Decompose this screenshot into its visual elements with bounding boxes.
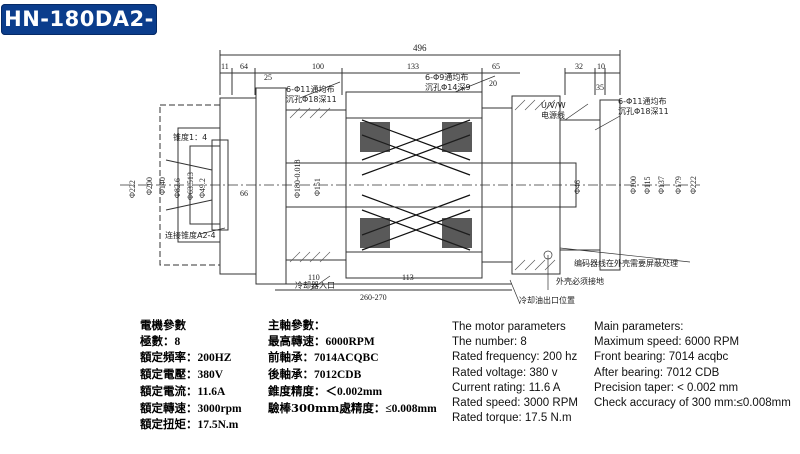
spec-row: Current rating: 11.6 A bbox=[452, 381, 561, 394]
dim-d100: Φ100 bbox=[629, 176, 638, 194]
spec-row: Front bearing: 7014 acqbc bbox=[594, 351, 729, 364]
spec-row: Rated frequency: 200 hz bbox=[452, 351, 578, 364]
note-coolant-out: 冷却油出口位置 bbox=[519, 295, 575, 305]
note-counterbore-left: 沉孔Φ18深11 bbox=[286, 95, 337, 104]
spec-row: 額定電壓：380V bbox=[140, 367, 224, 382]
spec-row: Rated voltage: 380 v bbox=[452, 366, 558, 379]
note-holes-right: 6-Φ11通均布 bbox=[618, 96, 666, 106]
spec-row: 前軸承：7014ACQBC bbox=[268, 350, 379, 365]
rear-flange bbox=[599, 99, 621, 271]
spec-row: 驗棒300mm處精度：≤0.008mm bbox=[268, 400, 437, 415]
spec-row: The number: 8 bbox=[452, 336, 527, 349]
spec-row: Rated speed: 3000 RPM bbox=[452, 397, 578, 410]
spindle-params-en: Main parameters: Maximum speed: 6000 RPM… bbox=[594, 320, 791, 411]
dim-65: 65 bbox=[492, 62, 500, 71]
note-holes-left: 6-Φ11通均布 bbox=[286, 84, 334, 94]
spec-row: 後軸承：7012CDB bbox=[268, 367, 362, 382]
motor-params-en: The motor parameters The number: 8 Rated… bbox=[452, 320, 578, 426]
dim-d115: Φ115 bbox=[643, 176, 652, 194]
front-housing-flange bbox=[255, 87, 287, 285]
spec-row: 錐度精度：＜0.002mm bbox=[268, 383, 383, 398]
spindle-drawing: 496 11 64 100 133 65 32 10 25 20 35 110 … bbox=[120, 43, 700, 305]
dim-25: 25 bbox=[264, 73, 272, 82]
spec-row: Precision taper: < 0.002 mm bbox=[594, 381, 739, 394]
note-coolant-in: 冷却器入口 bbox=[295, 280, 335, 290]
spec-row: 額定扭矩：17.5N.m bbox=[140, 417, 239, 432]
dim-d151: Φ151 bbox=[313, 178, 322, 196]
note-holes-mid: 6-Φ9通均布 bbox=[425, 72, 468, 82]
note-cable: 电源线 bbox=[541, 110, 565, 120]
dim-d222-right: Φ222 bbox=[689, 176, 698, 194]
spec-row: 額定頻率：200HZ bbox=[140, 350, 232, 365]
title-badge: HN-180DA2-4 bbox=[1, 4, 157, 62]
spindle-cn-heading: 主軸參數： bbox=[268, 318, 326, 332]
dim-overall: 496 bbox=[413, 43, 427, 53]
dim-d200: Φ200 bbox=[145, 177, 154, 195]
dim-d179: Φ179 bbox=[674, 176, 683, 194]
dim-d180: Φ180-0.018 bbox=[293, 159, 302, 198]
spindle-shaft bbox=[285, 162, 577, 208]
spec-row: 額定電流：11.6A bbox=[140, 383, 226, 398]
dim-d49-2: Φ49.2 bbox=[198, 178, 207, 198]
spec-row: Maximum speed: 6000 RPM bbox=[594, 336, 740, 349]
dim-20: 20 bbox=[489, 79, 497, 88]
front-flange bbox=[219, 97, 257, 275]
motor-en-heading: The motor parameters bbox=[452, 321, 566, 333]
dim-64: 64 bbox=[240, 62, 248, 71]
spindle-en-heading: Main parameters: bbox=[594, 321, 684, 333]
spec-row: After bearing: 7012 CDB bbox=[594, 366, 720, 379]
note-counterbore-mid: 沉孔Φ14深9 bbox=[425, 83, 471, 92]
spec-row: Check accuracy of 300 mm:≤0.008mm bbox=[594, 397, 791, 410]
note-counterbore-right: 沉孔Φ18深11 bbox=[618, 107, 669, 116]
page-title: HN-180DA2-4 bbox=[4, 7, 154, 62]
note-ground: 外壳必须接地 bbox=[556, 276, 604, 286]
dim-d82-6: Φ82.6 bbox=[173, 178, 182, 198]
motor-params-cn: 電機參數 極數：8 額定頻率：200HZ 額定電壓：380V 額定電流：11.6… bbox=[140, 318, 242, 434]
spindle-params-cn: 主軸參數： 最高轉速：6000RPM 前軸承：7014ACQBC 後軸承：701… bbox=[268, 318, 437, 417]
dim-113: 113 bbox=[402, 273, 414, 282]
spec-row: Rated torque: 17.5 N.m bbox=[452, 412, 572, 425]
dim-11: 11 bbox=[221, 62, 229, 71]
dim-260-270: 260-270 bbox=[360, 293, 387, 302]
dim-110: 110 bbox=[308, 273, 320, 282]
dim-d140: Φ140 bbox=[158, 177, 167, 195]
dim-d63-513: Φ63.513 bbox=[186, 172, 195, 200]
note-encoder: 编码器线在外壳需要屏蔽处理 bbox=[574, 258, 678, 268]
dim-133: 133 bbox=[407, 62, 419, 71]
dim-35: 35 bbox=[596, 83, 604, 92]
dim-d222-left: Φ222 bbox=[128, 180, 137, 198]
dim-32: 32 bbox=[575, 62, 583, 71]
motor-cn-heading: 電機參數 bbox=[140, 318, 186, 332]
spec-row: 額定轉速：3000rpm bbox=[140, 400, 242, 415]
spec-row: 最高轉速：6000RPM bbox=[268, 333, 375, 348]
dim-d46: Φ46 bbox=[573, 180, 582, 194]
spec-row: 極數：8 bbox=[140, 333, 181, 348]
dim-10: 10 bbox=[597, 62, 605, 71]
note-uvw: U/V/W bbox=[541, 101, 566, 110]
note-connect-taper: 连接锥度A2-4 bbox=[165, 230, 216, 240]
dim-66: 66 bbox=[240, 189, 248, 198]
note-taper: 锥度1：4 bbox=[173, 132, 207, 142]
dim-d137: Φ137 bbox=[657, 176, 666, 194]
dim-100: 100 bbox=[312, 62, 324, 71]
